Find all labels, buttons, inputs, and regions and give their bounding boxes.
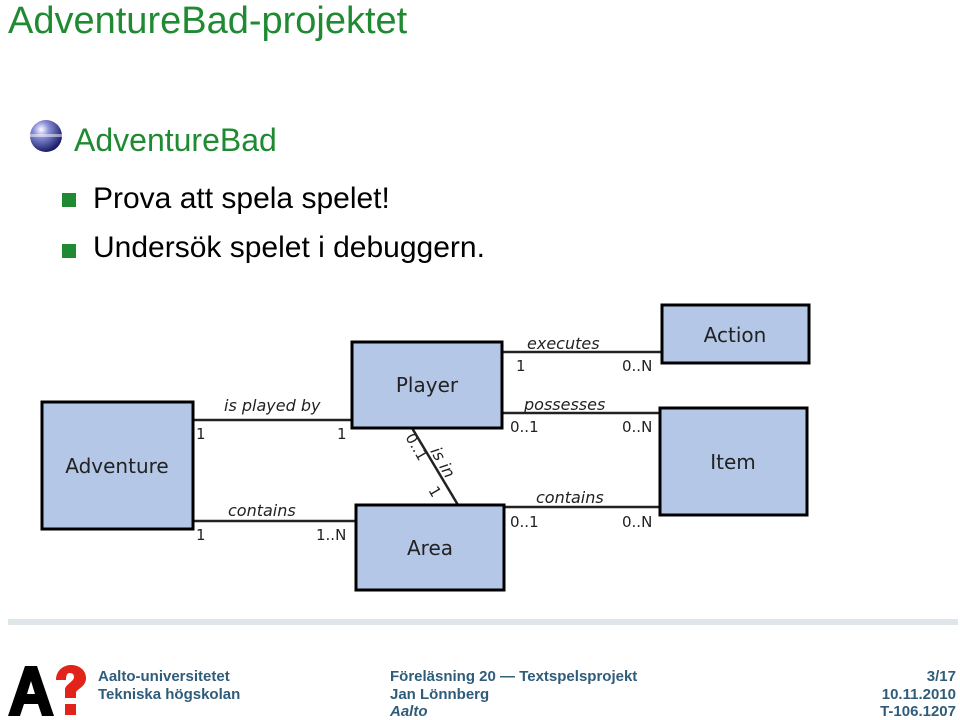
relation-label: contains: [228, 501, 296, 520]
sphere-bullet-icon: [30, 120, 62, 152]
multiplicity: 1: [516, 357, 526, 375]
action-box: [660, 303, 811, 365]
multiplicity: 1: [337, 425, 347, 443]
footer-university: Aalto-universitetet: [98, 668, 230, 685]
area-box: [354, 503, 506, 592]
entity-label-action: Action: [704, 323, 767, 347]
entity-label-player: Player: [396, 373, 459, 397]
footer-org: Aalto: [390, 703, 428, 720]
multiplicity: 1: [425, 483, 445, 500]
relation-label: possesses: [523, 395, 605, 414]
relation-label: is played by: [224, 396, 321, 415]
footer-divider: [8, 619, 958, 625]
footer-author: Jan Lönnberg: [390, 686, 490, 703]
aalto-logo-icon: [8, 665, 86, 716]
item-box: [658, 406, 809, 517]
multiplicity: 0..N: [622, 357, 652, 375]
bullet-item: Undersök spelet i debuggern.: [93, 231, 485, 264]
entity-label-item: Item: [710, 450, 756, 474]
square-bullet-icon: [62, 244, 76, 258]
is-in-line: [410, 427, 460, 506]
entity-label-adventure: Adventure: [65, 454, 168, 478]
multiplicity: 0..1: [402, 430, 432, 464]
multiplicity: 1: [196, 526, 206, 544]
class-diagram: Adventure Player Area Action Item is pla…: [40, 303, 811, 592]
footer-date: 10.11.2010: [881, 686, 956, 703]
adventure-box: [40, 400, 195, 531]
section-heading: AdventureBad: [74, 122, 277, 158]
square-bullet-icon: [62, 193, 76, 207]
relation-label: executes: [527, 334, 600, 353]
footer-course: T-106.1207: [880, 703, 956, 720]
slide-title: AdventureBad-projektet: [8, 0, 408, 42]
multiplicity: 0..N: [622, 418, 652, 436]
player-box: [350, 340, 504, 430]
page-number: 3/17: [926, 668, 956, 685]
multiplicity: 0..1: [510, 513, 539, 531]
relation-label: contains: [536, 488, 604, 507]
footer-school: Tekniska högskolan: [98, 686, 241, 703]
footer-lecture: Föreläsning 20 — Textspelsprojekt: [390, 668, 638, 685]
multiplicity: 1..N: [316, 526, 346, 544]
bullet-item: Prova att spela spelet!: [93, 182, 390, 215]
multiplicity: 1: [196, 425, 206, 443]
entity-label-area: Area: [407, 536, 453, 560]
multiplicity: 0..1: [510, 418, 539, 436]
multiplicity: 0..N: [622, 513, 652, 531]
